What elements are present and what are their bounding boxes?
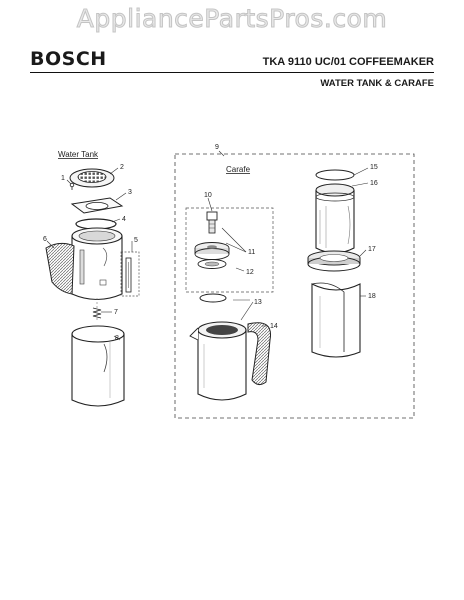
part-18-outer-shell [311,282,361,358]
callout-12: 12 [246,269,254,276]
callout-9: 9 [215,144,219,151]
lid-assembly-frame [185,207,274,293]
callout-2: 2 [120,164,124,171]
part-10-lid-knob [206,211,218,234]
model-title: TKA 9110 UC/01 COFFEEMAKER [262,56,434,68]
part-5-level-window [120,251,140,297]
callout-14: 14 [270,323,278,330]
part-11-lid-disks [194,242,230,269]
carafe-body [189,321,247,401]
water-tank-body [71,227,123,301]
callout-5: 5 [134,237,138,244]
part-15-insert-ring [315,169,355,181]
callout-8: 8 [115,335,119,342]
carafe-group-frame [174,153,415,419]
callout-16: 16 [370,180,378,187]
carafe-leader-lines [207,167,369,327]
part-16-vacuum-insert [315,183,355,254]
section-title: WATER TANK & CARAFE [320,78,434,89]
part-8-lower-housing [71,325,125,407]
site-watermark: AppliancePartsPros.com [76,4,388,34]
brand-logo: BOSCH [30,48,107,70]
callout-7: 7 [114,309,118,316]
callout-6: 6 [43,236,47,243]
callout-15: 15 [370,164,378,171]
part-3-lid [70,197,124,214]
header-rule [30,72,434,73]
part-6-side-shell [45,242,75,295]
callout-10: 10 [204,192,212,199]
water-tank-leader-lines [46,167,133,341]
part-2-mesh-cover [69,168,115,188]
callout-11: 11 [248,249,255,256]
water-tank-group-label: Water Tank [58,150,99,159]
part-12-seal [199,293,227,303]
callout-17: 17 [368,246,376,253]
part-14-carafe-handle [247,322,272,386]
part-7-valve [92,298,102,322]
callout-13: 13 [254,299,262,306]
callout-4: 4 [122,216,126,223]
part-1-pin [69,182,75,190]
callout-1: 1 [61,175,65,182]
callout-3: 3 [128,189,132,196]
carafe-group-label: Carafe [226,165,251,174]
callout-18: 18 [368,293,376,300]
part-17-base-collar [307,250,361,272]
